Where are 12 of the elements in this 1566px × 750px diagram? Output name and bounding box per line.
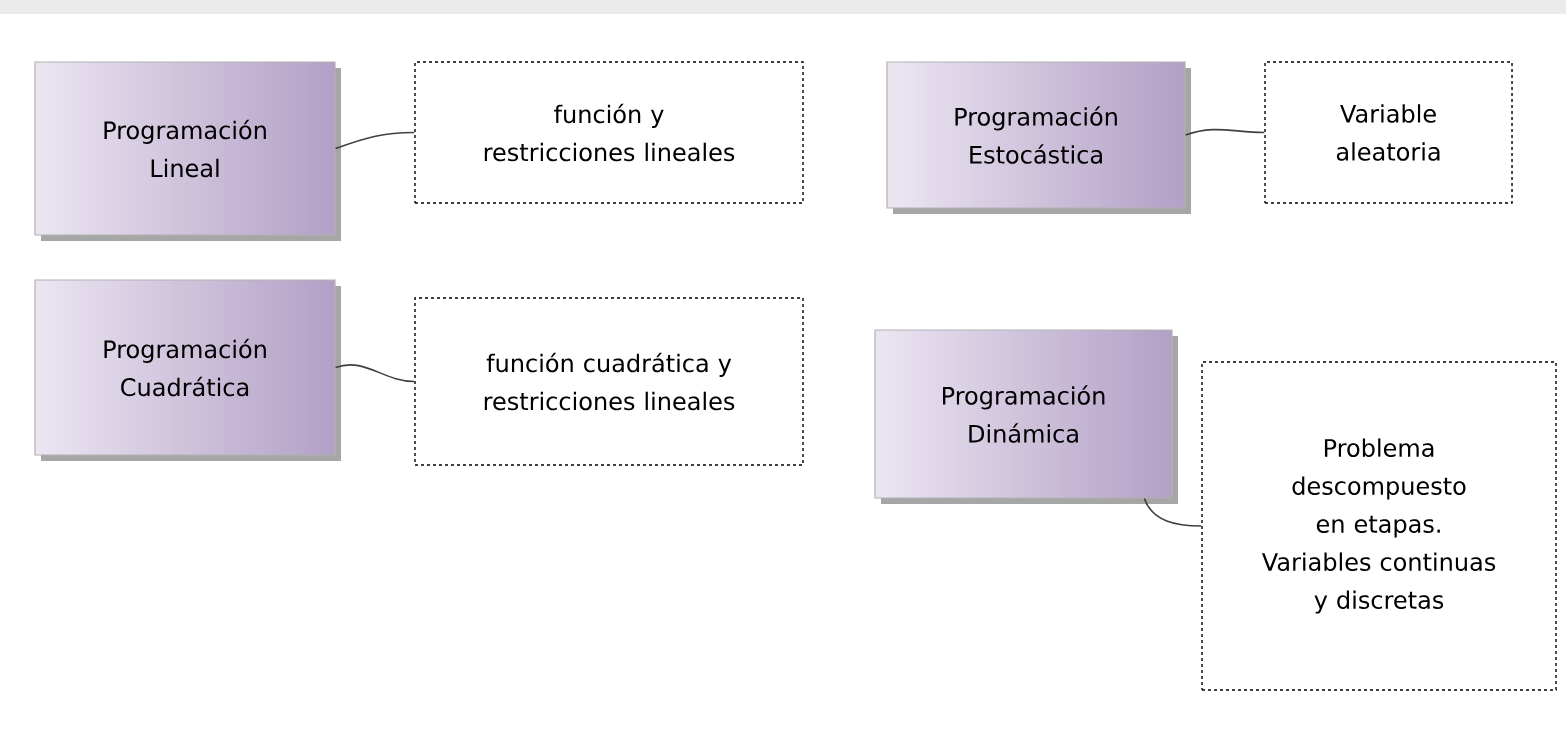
note-box: Problema descompuesto en etapas. Variables continuas y discretas xyxy=(1201,361,1557,691)
process-box: Programación Estocástica xyxy=(886,61,1191,214)
connector-line xyxy=(334,364,416,383)
note-box: Variable aleatoria xyxy=(1264,61,1513,204)
process-box: Programación Lineal xyxy=(34,61,341,241)
connector-line xyxy=(1143,497,1203,527)
note-box: función cuadrática y restricciones lineales xyxy=(414,297,804,466)
note-box: función y restricciones lineales xyxy=(414,61,804,204)
connector-line xyxy=(1184,128,1266,136)
connector-line xyxy=(334,131,416,150)
process-box: Programación Dinámica xyxy=(874,329,1178,504)
process-box: Programación Cuadrática xyxy=(34,279,341,461)
